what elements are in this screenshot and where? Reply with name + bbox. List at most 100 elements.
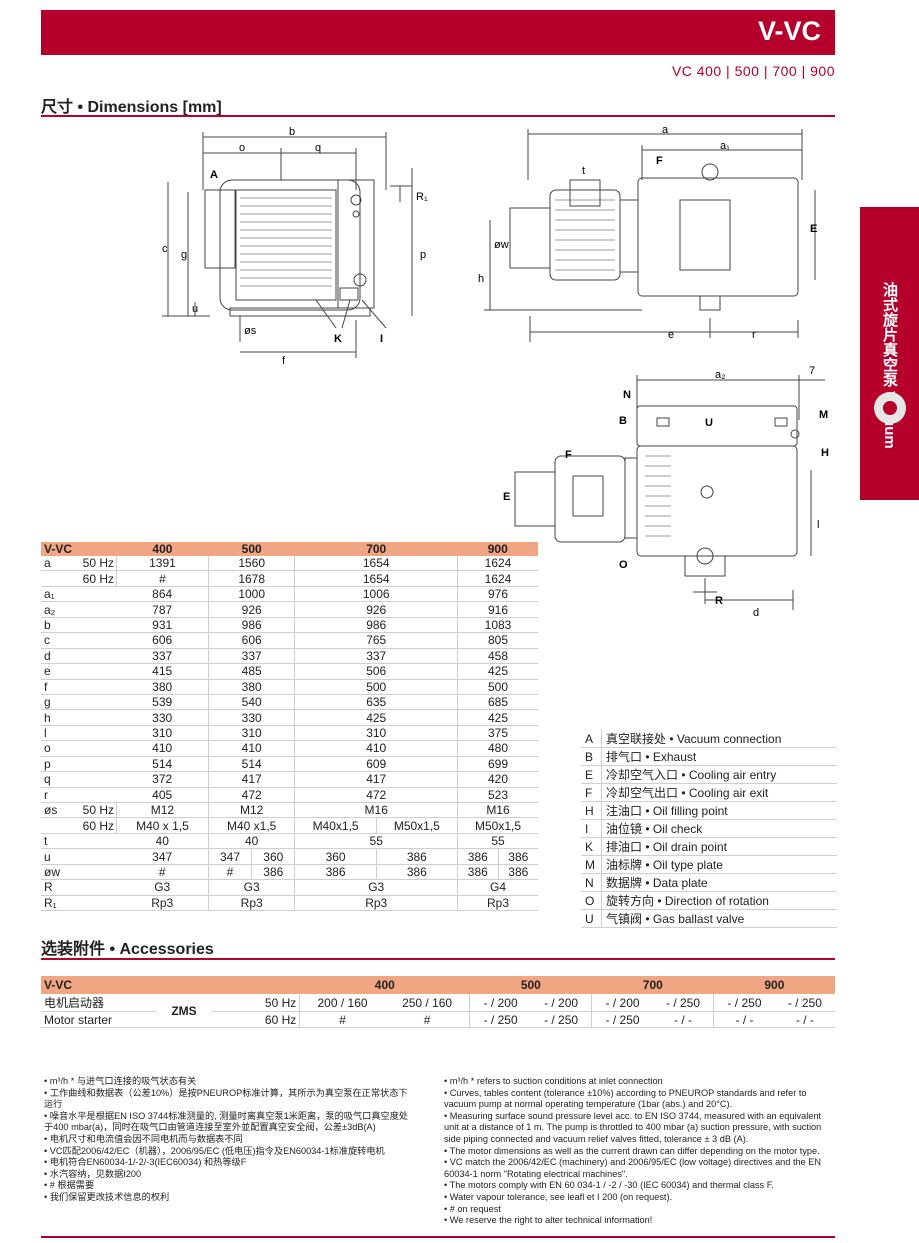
dim-label-os: øs: [244, 325, 257, 337]
side-view-drawing: a a₁ t F øw h E e r: [478, 124, 817, 342]
table-header-cell: 700: [294, 542, 458, 556]
legend-key: O: [581, 891, 602, 910]
label-A: A: [210, 169, 218, 181]
label-I: I: [380, 333, 383, 345]
accessories-title: 选装附件 • Accessories: [41, 941, 214, 958]
note-line: • 噪音水平是根据EN ISO 3744标准测量的, 测量时离真空泵1米距离，泵…: [44, 1110, 409, 1121]
accessory-code: ZMS: [157, 994, 211, 1028]
table-cell: 425: [457, 709, 538, 726]
note-line: • 我们保留更改技术信息的权利: [44, 1191, 170, 1202]
table-cell: 417: [294, 771, 458, 788]
label-N: N: [623, 389, 631, 401]
table-cell: M40x1,5: [294, 817, 377, 834]
table-cell: 500: [294, 679, 458, 695]
row-label: h: [41, 709, 117, 726]
table-cell: 500: [457, 679, 538, 695]
legend-value: 注油口 • Oil filling point: [601, 801, 837, 820]
table-cell: 480: [457, 740, 538, 757]
legend-key: A: [581, 730, 602, 748]
table-cell: 410: [208, 740, 296, 757]
table-cell: 523: [457, 787, 538, 804]
table-cell: 485: [208, 663, 296, 680]
table-cell: 330: [116, 709, 209, 726]
legend-key: U: [581, 909, 602, 928]
note-line: 60034-1 norm "Rotating electrical machin…: [444, 1168, 628, 1179]
table-cell: - / -: [713, 1011, 775, 1028]
table-cell: 420: [457, 771, 538, 788]
legend-key: I: [581, 819, 602, 838]
table-cell: - / 250: [713, 994, 775, 1012]
table-cell: M40 x1,5: [208, 817, 296, 834]
table-cell: - / 250: [469, 1011, 531, 1028]
table-cell: 986: [294, 617, 458, 634]
table-cell: 337: [116, 648, 209, 665]
table-cell: 1654: [294, 570, 458, 587]
table-cell: 606: [208, 632, 296, 649]
note-line: • m³/h * refers to suction conditions at…: [444, 1076, 663, 1086]
table-cell: 310: [208, 725, 296, 742]
table-cell: 926: [208, 601, 296, 618]
label-B: B: [619, 415, 627, 427]
table-cell: 514: [208, 756, 296, 773]
table-cell: - / 250: [652, 994, 715, 1012]
table-cell: 976: [457, 586, 538, 603]
table-header-cell: 500: [469, 976, 592, 994]
label-O: O: [619, 559, 628, 571]
note-line: • Curves, tables content (tolerance ±10%…: [444, 1087, 807, 1098]
brand-logo-icon: [874, 392, 906, 424]
note-line: • We reserve the right to alter technica…: [444, 1215, 653, 1226]
legend-value: 数据牌 • Data plate: [601, 873, 837, 892]
legend-value: 油标牌 • Oil type plate: [601, 855, 837, 874]
table-cell: 386: [498, 864, 538, 881]
table-cell: #: [116, 570, 209, 587]
row-label: p: [41, 756, 117, 773]
row-label: o: [41, 740, 117, 757]
legend-value: 旋转方向 • Direction of rotation: [601, 891, 837, 910]
table-cell: 200 / 160: [299, 994, 385, 1012]
table-cell: M50x1,5: [457, 817, 538, 834]
row-label: q: [41, 771, 117, 788]
dim-label-b: b: [289, 126, 295, 138]
table-cell: 55: [457, 833, 538, 850]
table-cell: 40: [208, 833, 296, 850]
table-cell: G3: [208, 879, 296, 896]
table-cell: 606: [116, 632, 209, 649]
row-hz: 60 Hz: [72, 817, 117, 834]
accessory-name-cn: 电机启动器: [41, 994, 157, 1012]
legend-value: 真空联接处 • Vacuum connection: [601, 730, 837, 748]
table-cell: G3: [294, 879, 458, 896]
table-cell: 514: [116, 756, 209, 773]
table-cell: 360: [294, 848, 377, 865]
front-view-drawing: b o q A c g u R₁ p øs f K I: [162, 126, 428, 367]
table-cell: M12: [116, 802, 209, 819]
table-cell: 337: [294, 648, 458, 665]
table-header-cell: 700: [591, 976, 714, 994]
table-cell: 40: [116, 833, 209, 850]
table-cell: M40 x 1,5: [116, 817, 209, 834]
note-line: • # 根据需要: [44, 1180, 95, 1191]
table-cell: 310: [294, 725, 458, 742]
notes-chinese: • m³/h * 与进气口连接的吸气状态有关 • 工作曲线和数据表（公差10%）…: [44, 1076, 434, 1204]
table-cell: 405: [116, 787, 209, 804]
legend-key: N: [581, 873, 602, 892]
row-label: R: [41, 879, 117, 896]
table-cell: - / -: [652, 1011, 715, 1028]
table-cell: 916: [457, 601, 538, 618]
table-cell: 864: [116, 586, 209, 603]
table-cell: G3: [116, 879, 209, 896]
note-line: • The motors comply with EN 60 034-1 / -…: [444, 1180, 774, 1191]
table-cell: 926: [294, 601, 458, 618]
label-H: H: [821, 447, 829, 459]
dim-label-o: o: [239, 142, 245, 154]
top-view-drawing: a₂ 7 N B U M H F E O R d l: [503, 365, 829, 619]
table-cell: 347: [208, 848, 253, 865]
dim-label-p: p: [420, 249, 426, 261]
legend-value: 排油口 • Oil drain point: [601, 837, 837, 856]
table-cell: 415: [116, 663, 209, 680]
